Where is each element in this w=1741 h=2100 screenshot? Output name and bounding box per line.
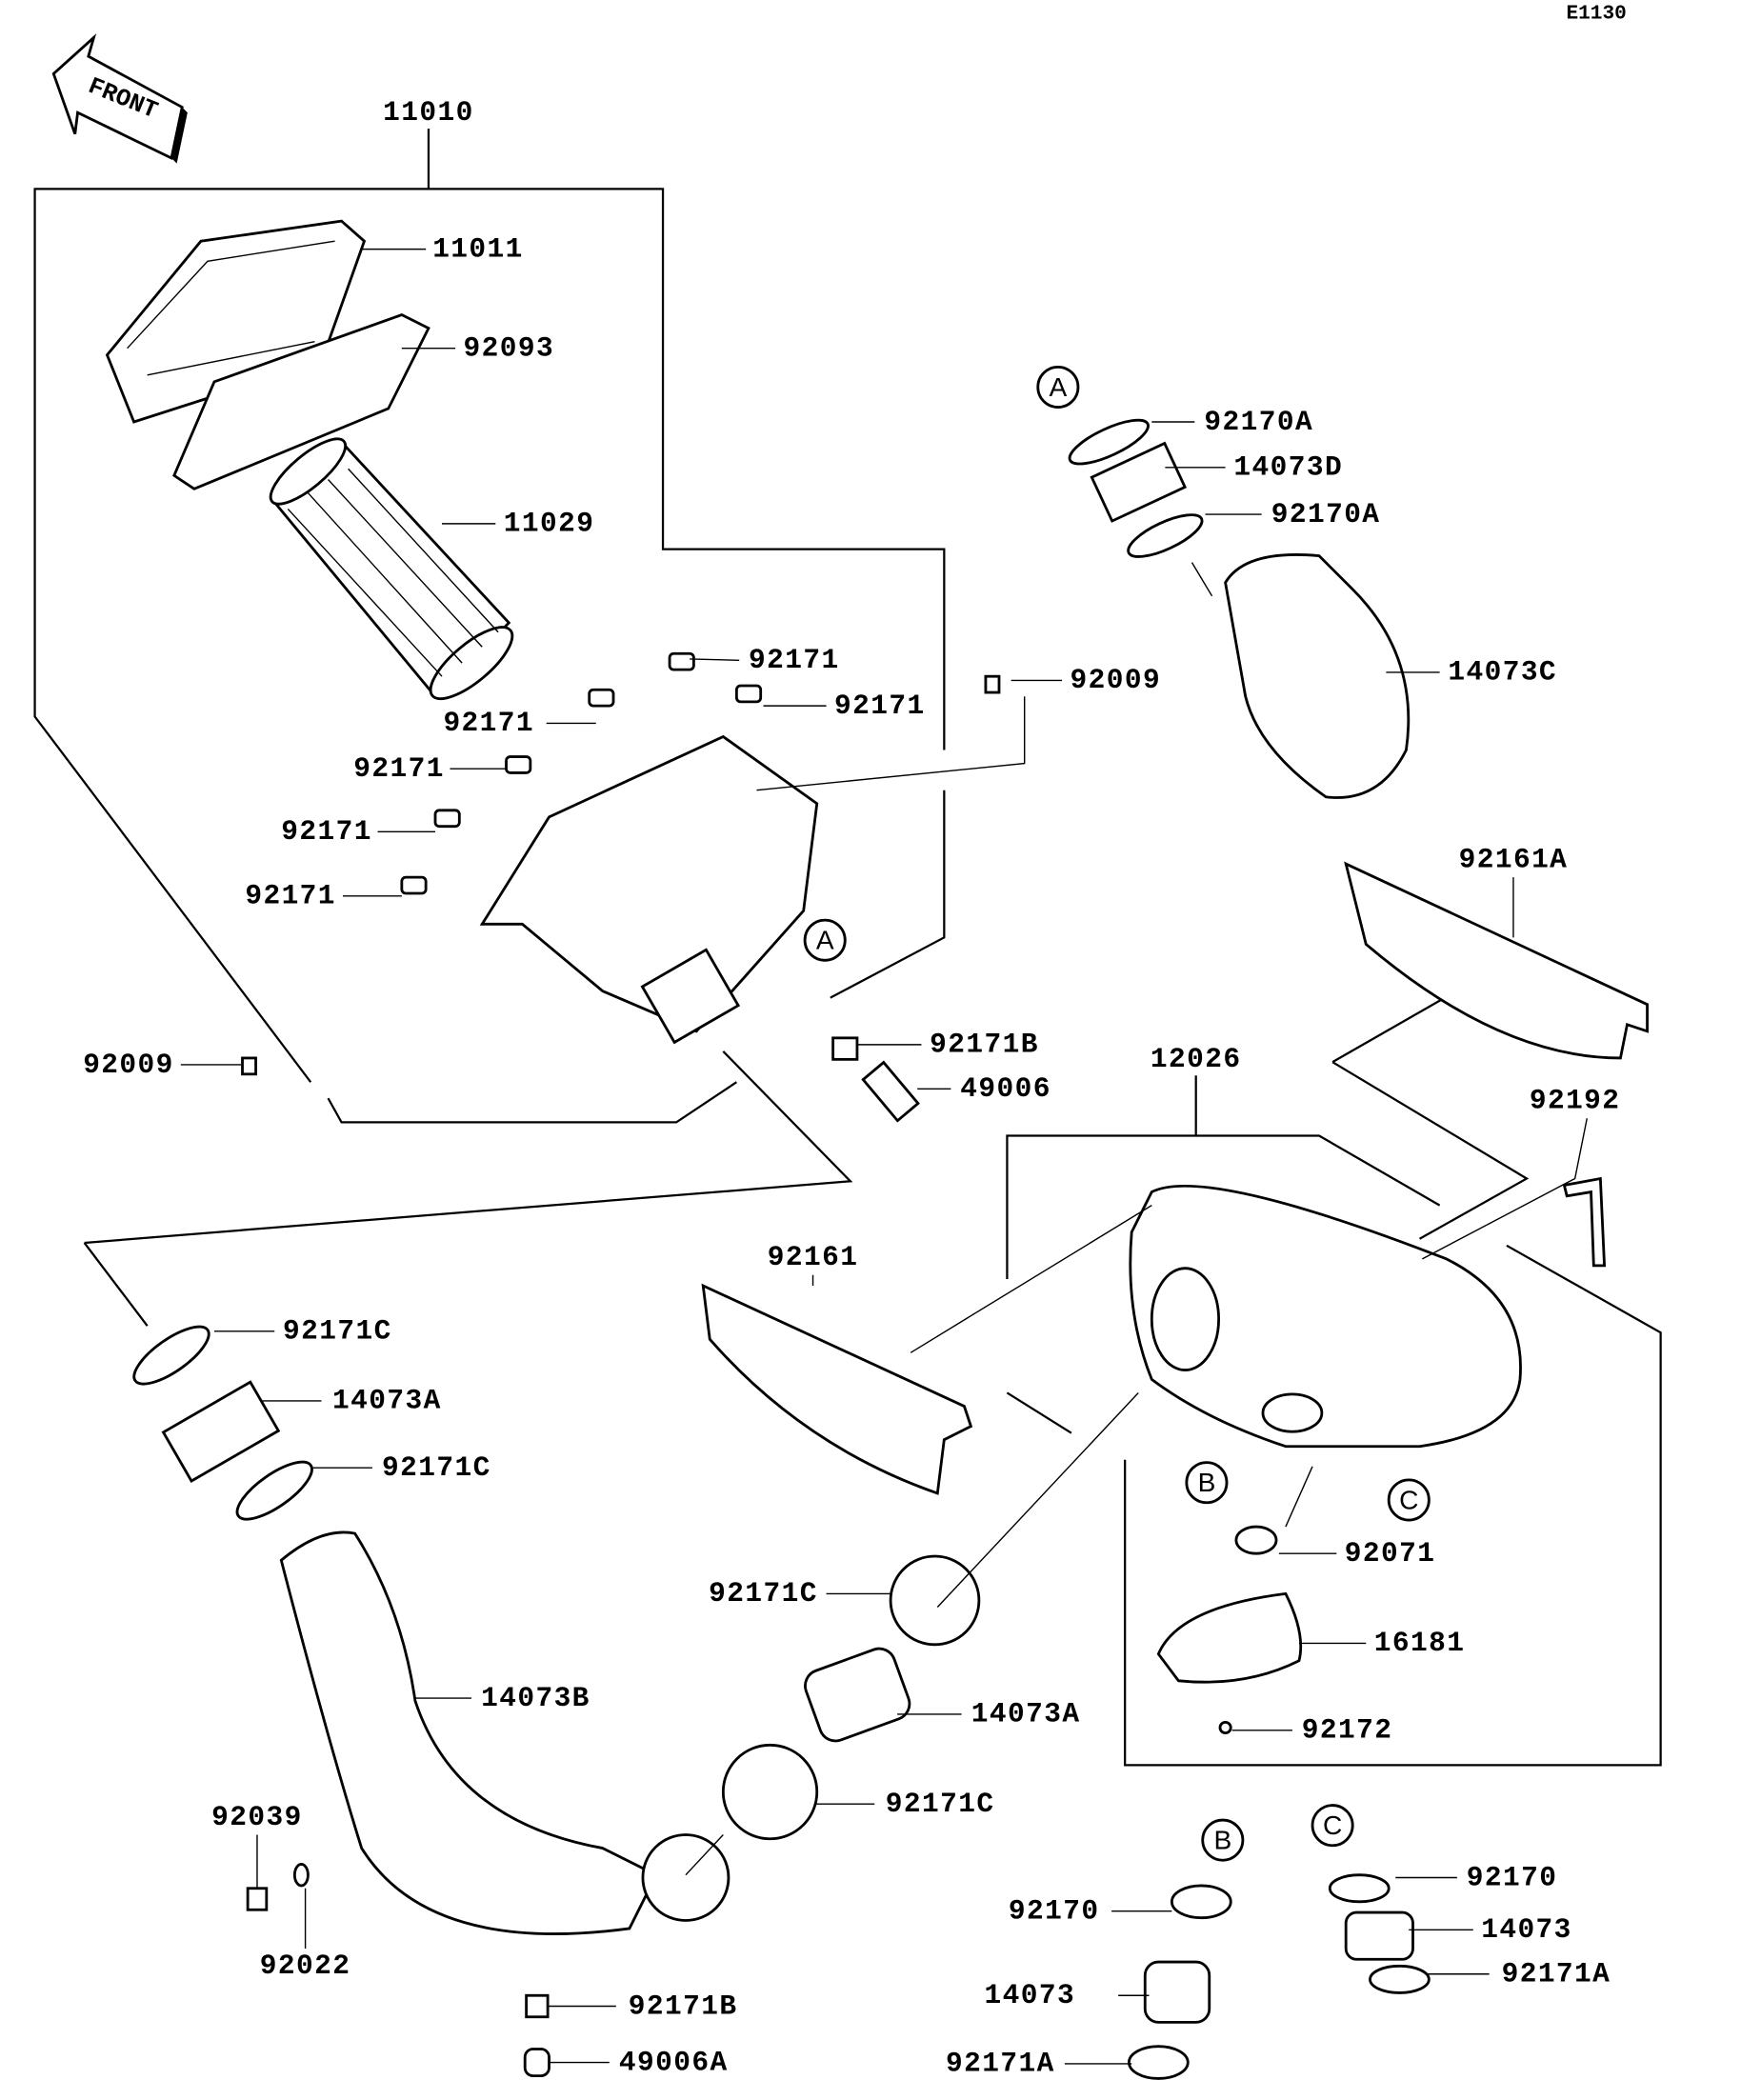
callout-a: A bbox=[816, 926, 834, 955]
air-cleaner-housing bbox=[479, 734, 819, 1045]
pad-92161A bbox=[1344, 861, 1649, 1060]
parts-92171B-49006 bbox=[831, 1036, 920, 1123]
front-arrow-icon: FRONT bbox=[51, 33, 188, 164]
part-label: 92171 bbox=[245, 880, 336, 912]
pad-92161 bbox=[701, 1283, 973, 1495]
callout-c: C bbox=[1323, 1810, 1342, 1840]
part-label: 49006 bbox=[960, 1072, 1051, 1105]
silencer-12026 bbox=[1129, 1184, 1522, 1449]
part-label: 92039 bbox=[211, 1801, 303, 1833]
small-parts bbox=[246, 1525, 1431, 2080]
part-label: 16181 bbox=[1374, 1627, 1466, 1659]
part-label: 92009 bbox=[1071, 664, 1162, 696]
callout-b: B bbox=[1198, 1468, 1216, 1497]
part-label: 14073 bbox=[985, 1979, 1076, 2011]
part-label: 92171C bbox=[283, 1315, 392, 1348]
leader-lines bbox=[180, 248, 1588, 2065]
part-label: 92172 bbox=[1302, 1714, 1393, 1747]
part-label: 92171 bbox=[353, 752, 445, 785]
part-label: 92071 bbox=[1345, 1537, 1436, 1570]
right-duct-parts bbox=[721, 1554, 981, 1841]
clips-92171 bbox=[400, 651, 763, 895]
part-label: 92022 bbox=[260, 1950, 351, 1982]
callout-b: B bbox=[1213, 1826, 1231, 1855]
part-label: 92161 bbox=[768, 1241, 859, 1273]
part-label: 11011 bbox=[432, 232, 524, 265]
part-label: 12026 bbox=[1151, 1043, 1242, 1075]
part-label: 92093 bbox=[464, 331, 555, 364]
part-label: 92171 bbox=[749, 644, 840, 676]
part-label: 92171C bbox=[886, 1788, 995, 1820]
part-label: 92170A bbox=[1204, 406, 1313, 438]
part-labels: 11010 11011 92093 11029 92170A 14073D 92… bbox=[83, 96, 1621, 2080]
part-label: 92171B bbox=[930, 1029, 1039, 1061]
hose-92192 bbox=[1562, 1176, 1607, 1268]
part-label: 14073A bbox=[332, 1385, 442, 1417]
assembly-frames bbox=[33, 129, 1662, 1767]
part-label: 92170 bbox=[1009, 1894, 1100, 1927]
part-label: 92171C bbox=[382, 1451, 491, 1484]
part-label: 92171 bbox=[834, 690, 926, 722]
part-label: 92170 bbox=[1467, 1861, 1558, 1893]
callout-c: C bbox=[1399, 1485, 1418, 1514]
part-label: 92171A bbox=[1502, 1958, 1611, 1990]
part-label: 92161A bbox=[1459, 844, 1569, 876]
part-label: 92192 bbox=[1530, 1085, 1621, 1117]
part-label: 92170A bbox=[1271, 498, 1381, 530]
gasket-92093 bbox=[172, 312, 430, 490]
part-label: 14073C bbox=[1448, 656, 1557, 689]
part-label: 14073A bbox=[971, 1698, 1081, 1730]
air-cleaner-cover-11011 bbox=[105, 219, 367, 424]
intake-duct-top bbox=[1068, 418, 1411, 799]
callouts: A A B C B C bbox=[803, 365, 1431, 1862]
part-label: 92171A bbox=[946, 2048, 1055, 2080]
part-label: 14073B bbox=[481, 1682, 590, 1714]
part-label: 92009 bbox=[83, 1049, 174, 1081]
filter-element-11029 bbox=[269, 437, 514, 701]
part-label: 11029 bbox=[504, 508, 595, 540]
left-duct-parts bbox=[132, 1325, 730, 1935]
callout-a: A bbox=[1049, 372, 1067, 402]
part-label: 14073 bbox=[1481, 1913, 1572, 1946]
part-label: 14073D bbox=[1233, 451, 1343, 484]
part-label: 92171 bbox=[443, 707, 534, 739]
part-label: 92171 bbox=[281, 815, 372, 848]
part-label: 11010 bbox=[383, 96, 474, 129]
screws-92009 bbox=[241, 674, 1001, 1076]
part-label: 92171B bbox=[629, 1990, 738, 2022]
part-label: 92171C bbox=[709, 1577, 818, 1610]
diagram-code: E1130 bbox=[1567, 3, 1627, 26]
part-label: 49006A bbox=[619, 2046, 729, 2078]
